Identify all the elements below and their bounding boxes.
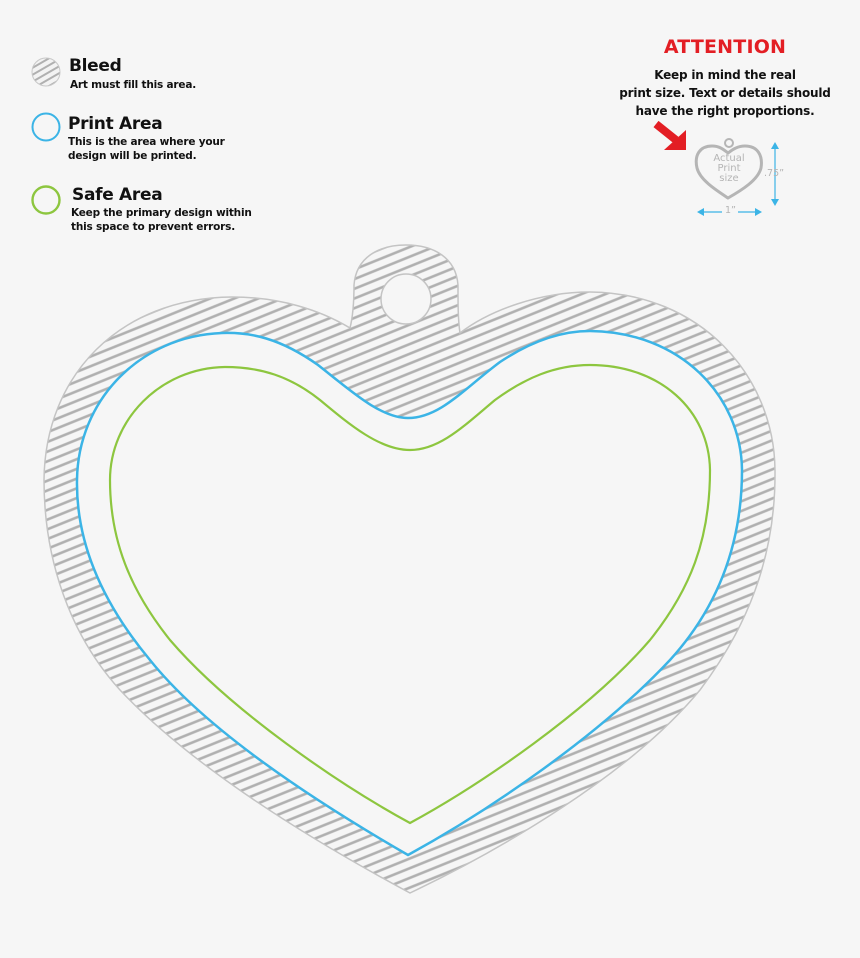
legend-print-title: Print Area xyxy=(68,114,163,134)
bleed-area xyxy=(43,244,776,894)
print-area-swatch-icon xyxy=(31,112,61,142)
mini-heart-icon xyxy=(694,138,763,200)
legend-print-desc-line1: This is the area where your xyxy=(68,136,225,148)
attention-body-line2: print size. Text or details should xyxy=(619,86,831,100)
safe-area-swatch-icon xyxy=(31,185,61,215)
height-dimension-arrow xyxy=(771,142,779,206)
attention-body-line1: Keep in mind the real xyxy=(654,68,796,82)
bleed-swatch-icon xyxy=(31,57,61,87)
height-dimension-label: .75” xyxy=(764,168,785,179)
mini-heart-label-line1: Actual xyxy=(713,153,745,164)
legend-safe-title: Safe Area xyxy=(72,185,163,205)
safe-area-outline xyxy=(108,363,712,825)
legend-bleed-desc: Art must fill this area. xyxy=(70,79,196,91)
attention-arrow-icon xyxy=(653,120,686,150)
mini-heart-label-line3: size xyxy=(719,173,739,184)
width-dimension-label: 1” xyxy=(725,205,736,216)
legend-bleed-title: Bleed xyxy=(69,56,122,76)
attention-body: Keep in mind the real print size. Text o… xyxy=(610,66,840,120)
legend-print-desc-line2: design will be printed. xyxy=(68,150,197,162)
legend-safe-desc-line2: this space to prevent errors. xyxy=(71,221,235,233)
width-dimension-arrow xyxy=(697,208,762,216)
print-area-outline xyxy=(75,329,744,857)
attention-title: ATTENTION xyxy=(663,36,787,58)
mini-heart-label: Actual Print size xyxy=(704,154,754,184)
mini-heart-label-line2: Print xyxy=(717,163,741,174)
legend-safe-desc-line1: Keep the primary design within xyxy=(71,207,252,219)
attention-body-line3: have the right proportions. xyxy=(635,104,815,118)
